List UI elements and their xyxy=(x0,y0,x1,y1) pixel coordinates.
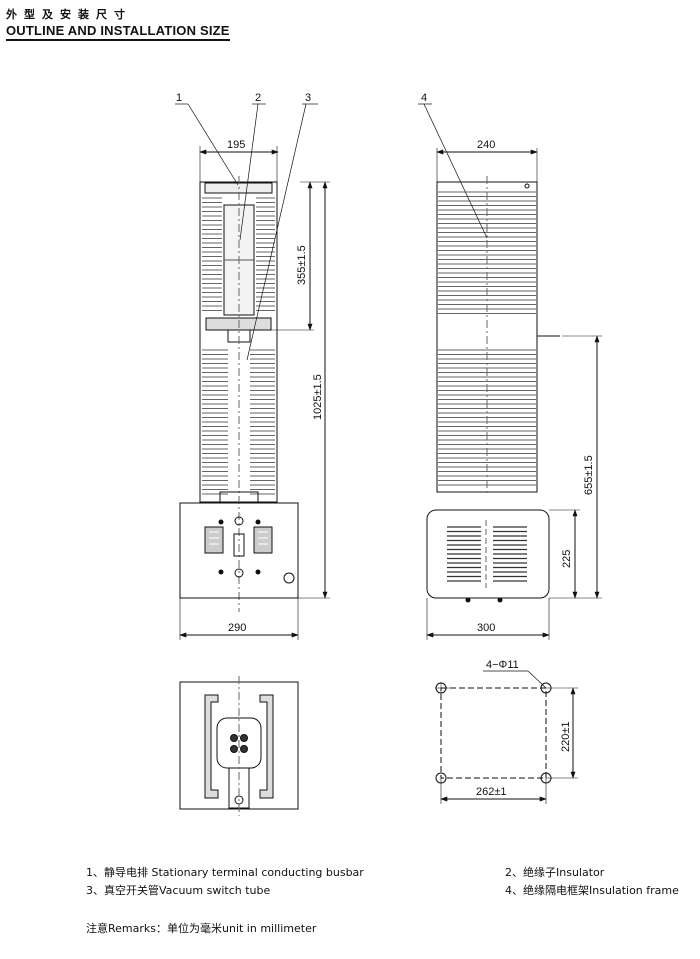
leader-1 xyxy=(187,103,239,186)
side-top-pin xyxy=(524,183,530,189)
legend-item-3: 3、真空开关管Vacuum switch tube xyxy=(86,884,271,897)
dim-label-225: 225 xyxy=(561,550,573,568)
title-english: OUTLINE AND INSTALLATION SIZE xyxy=(6,23,230,41)
dim-label-655: 655±1.5 xyxy=(583,455,595,495)
bottom-view xyxy=(179,676,299,816)
dim-label-355: 355±1.5 xyxy=(296,245,308,285)
callout-3: 3 xyxy=(305,92,311,104)
leader-4 xyxy=(423,103,488,239)
terminal-block-right xyxy=(253,526,273,554)
dim-label-290: 290 xyxy=(228,622,246,634)
callout-2: 2 xyxy=(255,92,261,104)
title-chinese: 外型及安装尺寸 xyxy=(6,8,132,21)
legend-item-4: 4、绝缘隔电框架Insulation frame xyxy=(505,884,679,897)
dim-label-240: 240 xyxy=(477,139,495,151)
mounting-outline xyxy=(440,687,547,779)
front-view xyxy=(175,103,330,640)
legend-item-2: 2、绝缘子Insulator xyxy=(505,866,605,879)
mechanism-shaft xyxy=(233,533,245,557)
dim-label-195: 195 xyxy=(227,139,245,151)
leader-2 xyxy=(239,103,259,241)
bottom-bracket-left xyxy=(204,694,219,799)
side-base-box xyxy=(426,509,550,599)
dim-label-220: 220±1 xyxy=(560,721,572,752)
mechanism-bolt-bottom xyxy=(234,568,244,578)
bottom-bracket-right xyxy=(259,694,274,799)
dim-label-1025: 1025±1.5 xyxy=(312,374,324,420)
front-upper-ribs xyxy=(202,197,275,311)
leader-holes xyxy=(527,670,547,689)
front-base-fixing-hole xyxy=(283,572,295,584)
mechanism-bolt-top xyxy=(234,516,244,526)
front-base-neck xyxy=(219,491,259,504)
callout-4: 4 xyxy=(421,92,427,104)
mounting-view xyxy=(435,670,578,804)
leader-3 xyxy=(246,103,307,361)
legend-remarks: 注意Remarks：单位为毫米unit in millimeter xyxy=(86,922,317,935)
callout-1: 1 xyxy=(176,92,182,104)
terminal-block-left xyxy=(204,526,224,554)
ventilation-slots xyxy=(447,526,527,582)
dim-label-holes: 4−Φ11 xyxy=(486,659,519,671)
side-view xyxy=(418,103,602,640)
front-lower-ribs xyxy=(202,349,275,495)
dim-label-262: 262±1 xyxy=(476,786,507,798)
legend-item-1: 1、静导电排 Stationary terminal conducting bu… xyxy=(86,866,364,879)
dim-label-300: 300 xyxy=(477,622,495,634)
